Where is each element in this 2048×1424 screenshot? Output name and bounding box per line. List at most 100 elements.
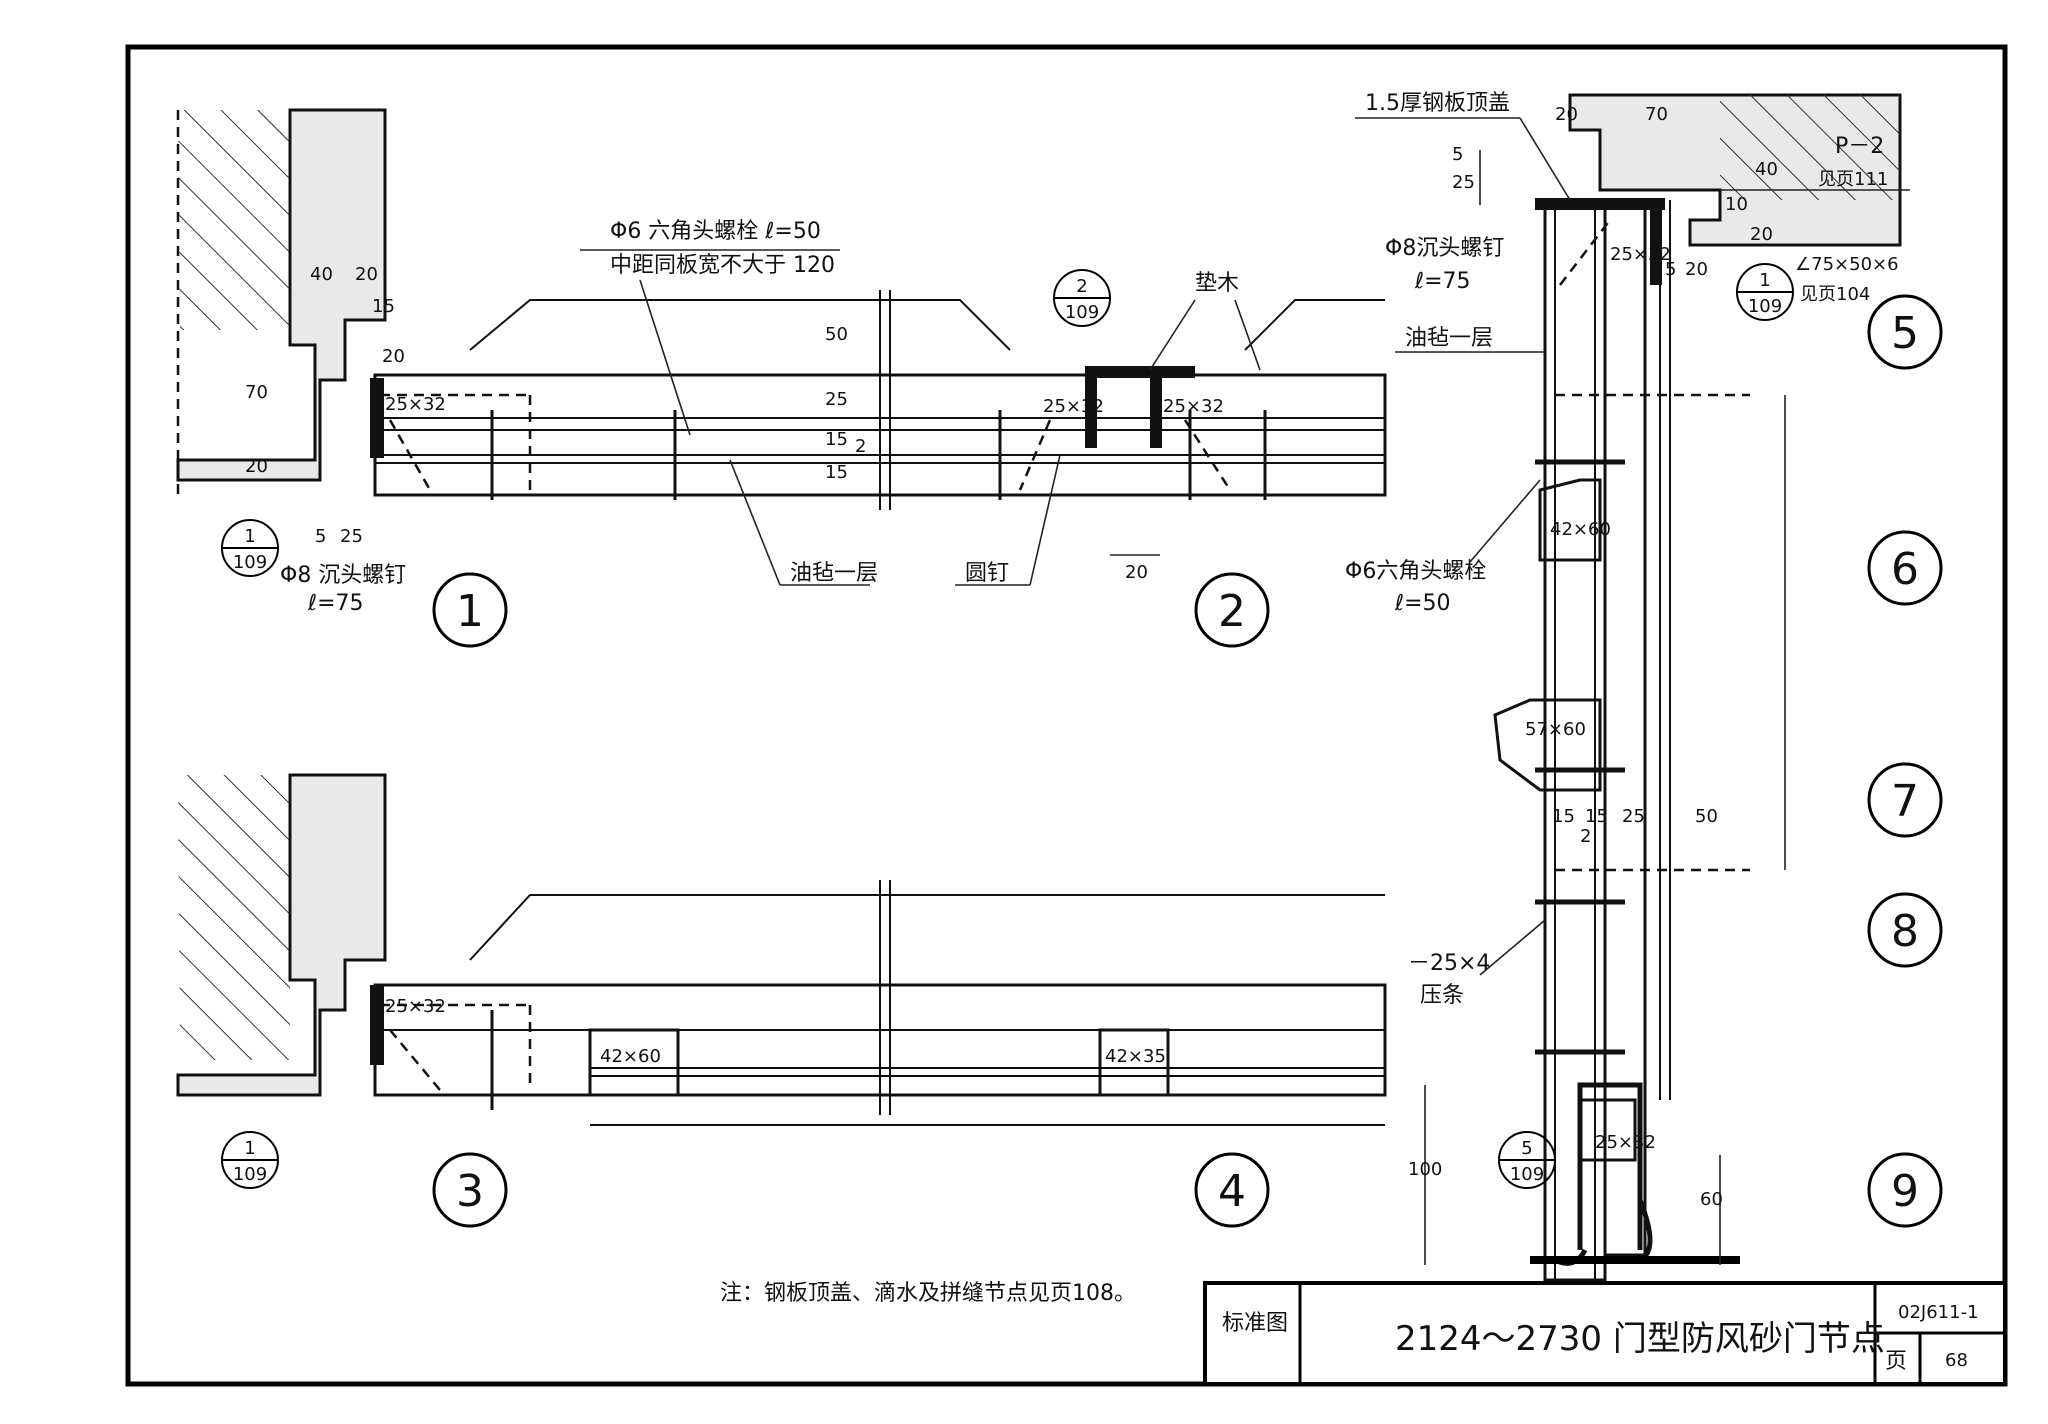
drawing-code: 02J611-1: [1898, 1302, 1979, 1323]
detail-number-1: 1: [432, 572, 508, 648]
detail-number-6: 6: [1867, 530, 1943, 606]
label-angle: ∠75×50×6: [1795, 254, 1899, 275]
svg-text:109: 109: [233, 1164, 267, 1185]
label-felt-layer: 油毡一层: [790, 561, 878, 586]
svg-text:70: 70: [245, 382, 268, 403]
svg-text:25×32: 25×32: [1610, 244, 1671, 265]
detail-number-3: 3: [432, 1152, 508, 1228]
label-screw-d8-right: Φ8沉头螺钉: [1385, 236, 1504, 261]
svg-text:25×32: 25×32: [385, 394, 446, 415]
label-screw-len-right: ℓ=75: [1414, 269, 1471, 294]
svg-text:109: 109: [1510, 1164, 1544, 1185]
svg-text:70: 70: [1645, 104, 1668, 125]
label-see-111: 见页111: [1818, 169, 1888, 190]
svg-text:20: 20: [1750, 224, 1773, 245]
svg-text:109: 109: [233, 552, 267, 573]
svg-text:1: 1: [456, 586, 484, 637]
wall-hatch-bottom: [178, 775, 290, 1060]
svg-text:42×60: 42×60: [1550, 519, 1611, 540]
svg-text:25: 25: [1452, 172, 1475, 193]
svg-text:25: 25: [340, 526, 363, 547]
svg-text:2: 2: [855, 436, 866, 457]
svg-text:4: 4: [1218, 1166, 1246, 1217]
page-label: 页: [1885, 1349, 1907, 1374]
label-see-104: 见页104: [1800, 284, 1870, 305]
detail-number-4: 4: [1194, 1152, 1270, 1228]
label-hex-bolt: Φ6 六角头螺栓 ℓ=50: [610, 219, 821, 244]
svg-text:25×32: 25×32: [1043, 396, 1104, 417]
svg-text:7: 7: [1891, 776, 1919, 827]
wall-concrete-top: [176, 108, 387, 482]
svg-text:9: 9: [1891, 1166, 1919, 1217]
svg-text:25×32: 25×32: [1163, 396, 1224, 417]
label-hex-bolt-right: Φ6六角头螺栓: [1345, 559, 1486, 584]
svg-text:25: 25: [825, 389, 848, 410]
ref-bubble-5-109: 5 109: [1498, 1131, 1556, 1189]
label-screw-len: ℓ=75: [307, 591, 364, 616]
svg-text:42×35: 42×35: [1105, 1046, 1166, 1067]
svg-text:50: 50: [825, 324, 848, 345]
svg-text:42×60: 42×60: [600, 1046, 661, 1067]
detail-number-9: 9: [1867, 1152, 1943, 1228]
svg-text:100: 100: [1408, 1159, 1442, 1180]
svg-text:2: 2: [1076, 276, 1087, 297]
detail-number-2: 2: [1194, 572, 1270, 648]
label-round-nail: 圆钉: [965, 561, 1009, 586]
svg-text:40: 40: [1755, 159, 1778, 180]
label-p2: P－2: [1835, 134, 1884, 159]
svg-text:3: 3: [456, 1166, 484, 1217]
title-block: 标准图 2124～2730 门型防风砂门节点 02J611-1 页 68: [1203, 1281, 2007, 1386]
svg-text:40: 40: [310, 264, 333, 285]
svg-text:50: 50: [1695, 806, 1718, 827]
svg-text:2: 2: [1580, 826, 1591, 847]
ref-bubble-1-109-c: 1 109: [1736, 263, 1794, 321]
ref-bubble-2-109: 2 109: [1053, 269, 1111, 327]
svg-text:1: 1: [1759, 270, 1770, 291]
svg-text:6: 6: [1891, 544, 1919, 595]
svg-text:5: 5: [1521, 1138, 1532, 1159]
svg-text:25×32: 25×32: [385, 996, 446, 1017]
svg-text:5: 5: [1452, 144, 1463, 165]
svg-text:20: 20: [355, 264, 378, 285]
label-strip-name: 压条: [1420, 983, 1464, 1008]
svg-text:20: 20: [1685, 259, 1708, 280]
svg-text:20: 20: [1125, 562, 1148, 583]
detail-number-7: 7: [1867, 762, 1943, 838]
svg-text:25×32: 25×32: [1595, 1132, 1656, 1153]
svg-text:109: 109: [1065, 302, 1099, 323]
svg-text:15: 15: [825, 429, 848, 450]
svg-text:109: 109: [1748, 296, 1782, 317]
label-strip: －25×4: [1408, 951, 1490, 976]
svg-text:57×60: 57×60: [1525, 719, 1586, 740]
page-number: 68: [1945, 1350, 1968, 1371]
svg-text:15: 15: [1585, 806, 1608, 827]
svg-text:1: 1: [244, 526, 255, 547]
label-wood-pad: 垫木: [1195, 271, 1239, 296]
title-std: 标准图: [1222, 1311, 1288, 1336]
svg-text:5: 5: [1891, 308, 1919, 359]
detail-5-9-drawing: [1424, 93, 1902, 1282]
svg-text:2: 2: [1218, 586, 1246, 637]
svg-text:20: 20: [382, 346, 405, 367]
label-hex-bolt-len-right: ℓ=50: [1394, 591, 1451, 616]
svg-text:20: 20: [1555, 104, 1578, 125]
wall-hatch-top: [178, 110, 290, 330]
svg-text:20: 20: [245, 456, 268, 477]
label-felt-right: 油毡一层: [1405, 326, 1493, 351]
svg-text:5: 5: [315, 526, 326, 547]
svg-text:25: 25: [1622, 806, 1645, 827]
detail-number-5: 5: [1867, 294, 1943, 370]
svg-text:15: 15: [372, 296, 395, 317]
ref-bubble-1-109-b: 1 109: [221, 1131, 279, 1189]
label-screw-d8: Φ8 沉头螺钉: [280, 563, 406, 588]
svg-text:10: 10: [1725, 194, 1748, 215]
label-bolt-spacing: 中距同板宽不大于 120: [610, 253, 835, 278]
svg-text:5: 5: [1665, 259, 1676, 280]
svg-text:15: 15: [1552, 806, 1575, 827]
svg-text:8: 8: [1891, 906, 1919, 957]
label-top-plate: 1.5厚钢板顶盖: [1365, 91, 1510, 116]
svg-text:15: 15: [825, 462, 848, 483]
detail-1-2-drawing: [176, 108, 1387, 510]
sheet-border: [125, 44, 2008, 1387]
